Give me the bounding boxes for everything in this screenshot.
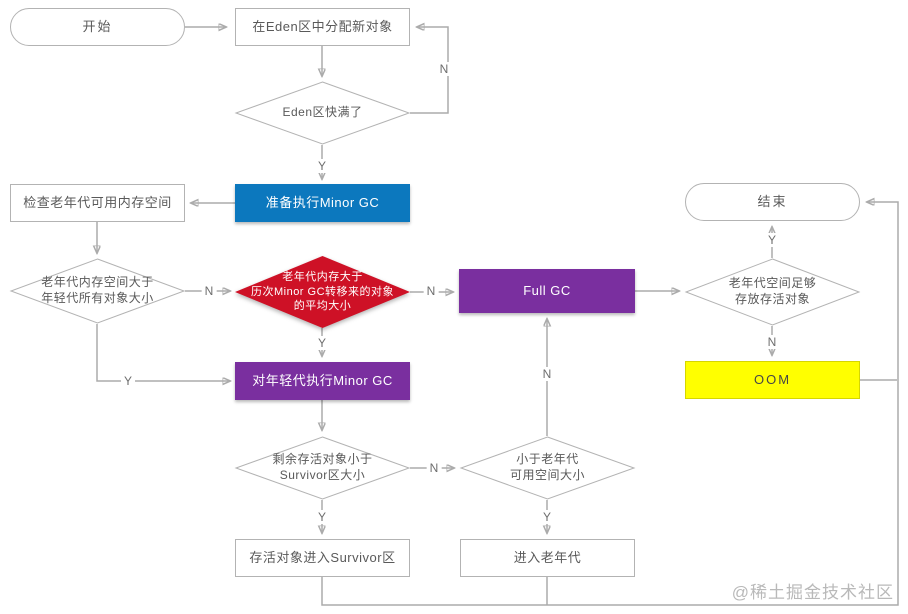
edge-label-ltold-yes: Y <box>539 510 555 524</box>
node-old-gt-young: 老年代内存空间大于 年轻代所有对象大小 <box>9 258 186 324</box>
node-allocate-eden-label: 在Eden区中分配新对象 <box>252 18 393 34</box>
node-check-old-gen: 检查老年代可用内存空间 <box>10 184 185 222</box>
node-check-old-gen-label: 检查老年代可用内存空间 <box>23 194 172 210</box>
node-minor-gc-young: 对年轻代执行Minor GC <box>235 362 410 400</box>
node-into-survivor: 存活对象进入Survivor区 <box>235 539 410 577</box>
edge-label-ltold-no: N <box>539 367 555 381</box>
node-old-gt-young-label: 老年代内存空间大于 年轻代所有对象大小 <box>41 275 154 305</box>
node-lt-old-available: 小于老年代 可用空间大小 <box>459 436 636 500</box>
edge-label-edenfull-yes: Y <box>314 159 330 173</box>
node-into-survivor-label: 存活对象进入Survivor区 <box>249 549 396 565</box>
watermark: @稀土掘金技术社区 <box>731 583 894 602</box>
diamond-shape <box>459 436 636 500</box>
node-old-gt-avg-promoted: 老年代内存大于 历次Minor GC转移来的对象 的平均大小 <box>235 256 410 328</box>
node-full-gc-label: Full GC <box>523 282 571 298</box>
node-oom-label: OOM <box>753 371 792 387</box>
edge-bottom-trunk-to-end <box>321 202 899 606</box>
edge-oldgtyoung-yes <box>96 324 230 381</box>
diamond-shape <box>9 258 186 324</box>
node-end: 结束 <box>685 183 860 221</box>
node-old-space-enough-label: 老年代空间足够 存放存活对象 <box>728 276 817 306</box>
edge-label-oldenough-yes: Y <box>764 233 780 247</box>
edge-label-oldgtyoung-yes: Y <box>120 374 136 388</box>
node-oom: OOM <box>685 361 860 399</box>
node-eden-almost-full: Eden区快满了 <box>234 81 411 145</box>
node-end-label: 结束 <box>757 193 788 209</box>
diamond-shape <box>235 256 410 328</box>
diamond-shape <box>684 258 861 326</box>
node-prepare-minor-gc-label: 准备执行Minor GC <box>265 194 380 210</box>
node-allocate-eden: 在Eden区中分配新对象 <box>235 8 410 46</box>
node-minor-gc-young-label: 对年轻代执行Minor GC <box>252 372 393 388</box>
node-survivors-lt-survivor-label: 剩余存活对象小于 Survivor区大小 <box>272 452 373 482</box>
edge-label-survivors-yes: Y <box>314 510 330 524</box>
diamond-shape <box>234 436 411 500</box>
edge-label-survivors-no: N <box>426 461 442 475</box>
edge-label-oldgtavg-no: N <box>423 284 439 298</box>
node-old-space-enough: 老年代空间足够 存放存活对象 <box>684 258 861 326</box>
node-into-old-gen-label: 进入老年代 <box>513 549 582 565</box>
node-prepare-minor-gc: 准备执行Minor GC <box>235 184 410 222</box>
edge-label-oldgtyoung-no: N <box>201 284 217 298</box>
node-lt-old-available-label: 小于老年代 可用空间大小 <box>509 452 585 482</box>
edge-label-oldenough-no: N <box>764 335 780 349</box>
edge-label-edenfull-no: N <box>436 62 452 76</box>
edge-label-oldgtavg-yes: Y <box>314 336 330 350</box>
node-eden-almost-full-label: Eden区快满了 <box>282 105 363 120</box>
node-survivors-lt-survivor: 剩余存活对象小于 Survivor区大小 <box>234 436 411 500</box>
node-full-gc: Full GC <box>459 269 635 313</box>
node-into-old-gen: 进入老年代 <box>460 539 635 577</box>
diamond-shape <box>234 81 411 145</box>
node-old-gt-avg-promoted-label: 老年代内存大于 历次Minor GC转移来的对象 的平均大小 <box>250 270 395 313</box>
node-start: 开始 <box>10 8 185 46</box>
node-start-label: 开始 <box>82 18 113 34</box>
